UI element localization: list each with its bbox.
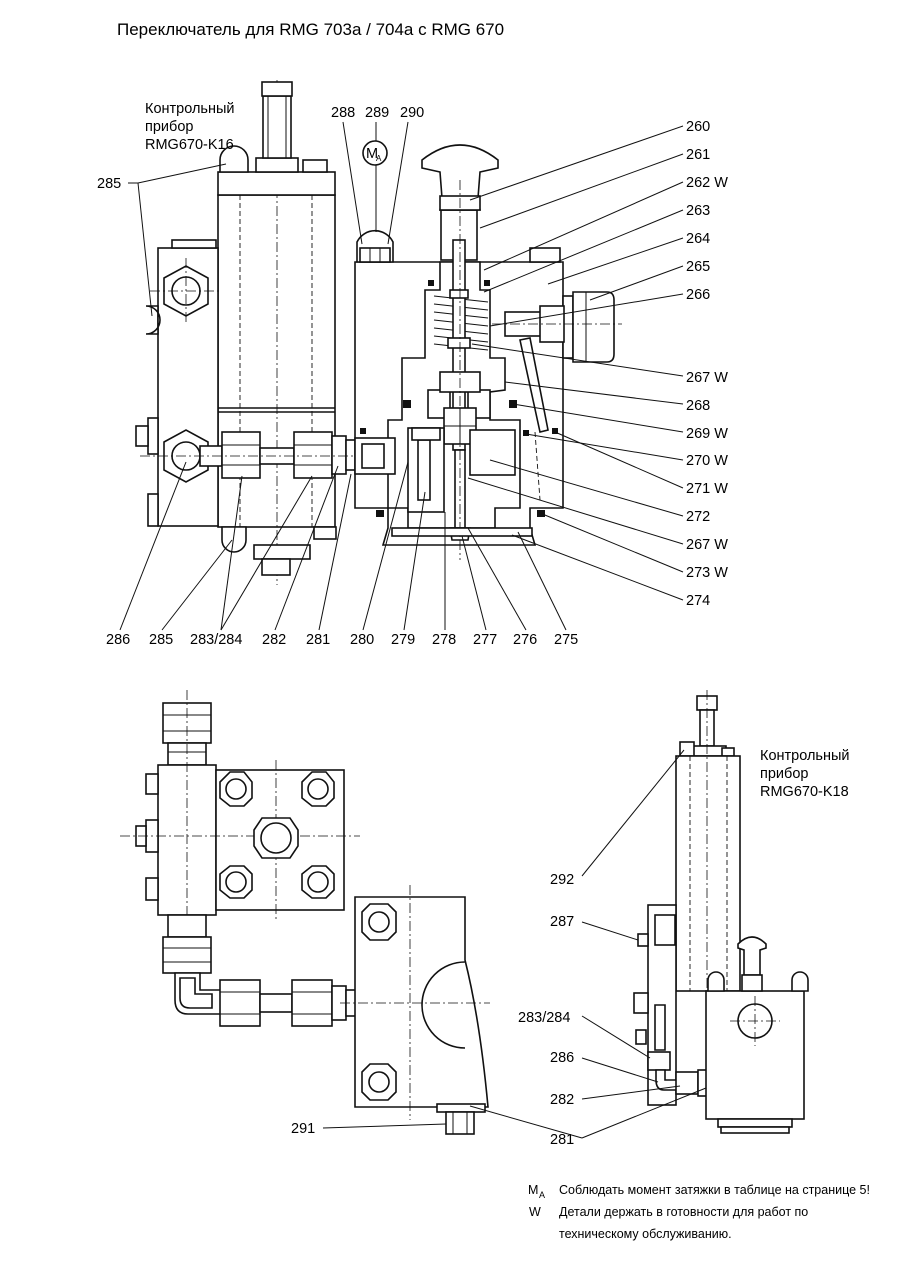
svg-text:292: 292	[550, 872, 574, 888]
bottom-callouts: 292 287 283/284 286 282 281 291	[291, 749, 707, 1148]
top-section-view	[354, 144, 622, 560]
svg-text:262 W: 262 W	[686, 175, 728, 191]
svg-text:264: 264	[686, 231, 710, 247]
svg-text:285: 285	[149, 632, 173, 648]
svg-text:267 W: 267 W	[686, 537, 728, 553]
svg-text:260: 260	[686, 119, 710, 135]
svg-text:267 W: 267 W	[686, 370, 728, 386]
top-left-view	[135, 80, 400, 585]
svg-text:M: M	[366, 146, 378, 162]
legend-w-text-1: Детали держать в готовности для работ по	[559, 1205, 808, 1219]
svg-text:277: 277	[473, 632, 497, 648]
legend-w-symbol: W	[529, 1205, 541, 1219]
svg-text:275: 275	[554, 632, 578, 648]
svg-text:291: 291	[291, 1121, 315, 1137]
svg-text:прибор: прибор	[145, 119, 193, 135]
svg-text:266: 266	[686, 287, 710, 303]
svg-text:RMG670-K18: RMG670-K18	[760, 784, 849, 800]
svg-text:прибор: прибор	[760, 766, 808, 782]
svg-text:279: 279	[391, 632, 415, 648]
svg-text:263: 263	[686, 203, 710, 219]
svg-text:285: 285	[97, 176, 121, 192]
svg-text:278: 278	[432, 632, 456, 648]
svg-text:Контрольный: Контрольный	[760, 748, 850, 764]
svg-text:A: A	[376, 154, 382, 163]
svg-text:282: 282	[550, 1092, 574, 1108]
svg-text:287: 287	[550, 914, 574, 930]
svg-text:276: 276	[513, 632, 537, 648]
svg-text:Контрольный: Контрольный	[145, 101, 235, 117]
svg-text:280: 280	[350, 632, 374, 648]
instrument-label-k18: Контрольный прибор RMG670-K18	[760, 748, 850, 800]
legend-ma-text: Соблюдать момент затяжки в таблице на ст…	[559, 1183, 870, 1197]
svg-text:271 W: 271 W	[686, 481, 728, 497]
top-callouts: 260 261 262 W 263 264 265 266 267 W 268 …	[97, 105, 728, 648]
svg-text:289: 289	[365, 105, 389, 121]
bottom-left-view	[120, 690, 490, 1135]
svg-text:281: 281	[306, 632, 330, 648]
svg-text:282: 282	[262, 632, 286, 648]
svg-text:274: 274	[686, 593, 710, 609]
svg-text:RMG670-K16: RMG670-K16	[145, 137, 234, 153]
svg-text:283/284: 283/284	[518, 1010, 570, 1026]
svg-text:281: 281	[550, 1132, 574, 1148]
page-title: Переключатель для RMG 703a / 704a c RMG …	[117, 20, 504, 39]
svg-text:272: 272	[686, 509, 710, 525]
torque-symbol: M A	[362, 140, 388, 166]
svg-text:290: 290	[400, 105, 424, 121]
svg-text:286: 286	[550, 1050, 574, 1066]
svg-text:288: 288	[331, 105, 355, 121]
svg-text:286: 286	[106, 632, 130, 648]
svg-text:283/284: 283/284	[190, 632, 242, 648]
bottom-right-view	[633, 690, 809, 1134]
legend-ma-symbol: M	[528, 1183, 538, 1197]
legend-w-text-2: техническому обслуживанию.	[559, 1227, 732, 1241]
svg-text:265: 265	[686, 259, 710, 275]
instrument-label-k16: Контрольный прибор RMG670-K16	[145, 101, 235, 153]
svg-text:261: 261	[686, 147, 710, 163]
svg-text:A: A	[539, 1190, 545, 1200]
svg-text:270 W: 270 W	[686, 453, 728, 469]
svg-text:268: 268	[686, 398, 710, 414]
legend: M A Соблюдать момент затяжки в таблице н…	[528, 1183, 870, 1241]
svg-text:269 W: 269 W	[686, 426, 728, 442]
svg-text:273 W: 273 W	[686, 565, 728, 581]
